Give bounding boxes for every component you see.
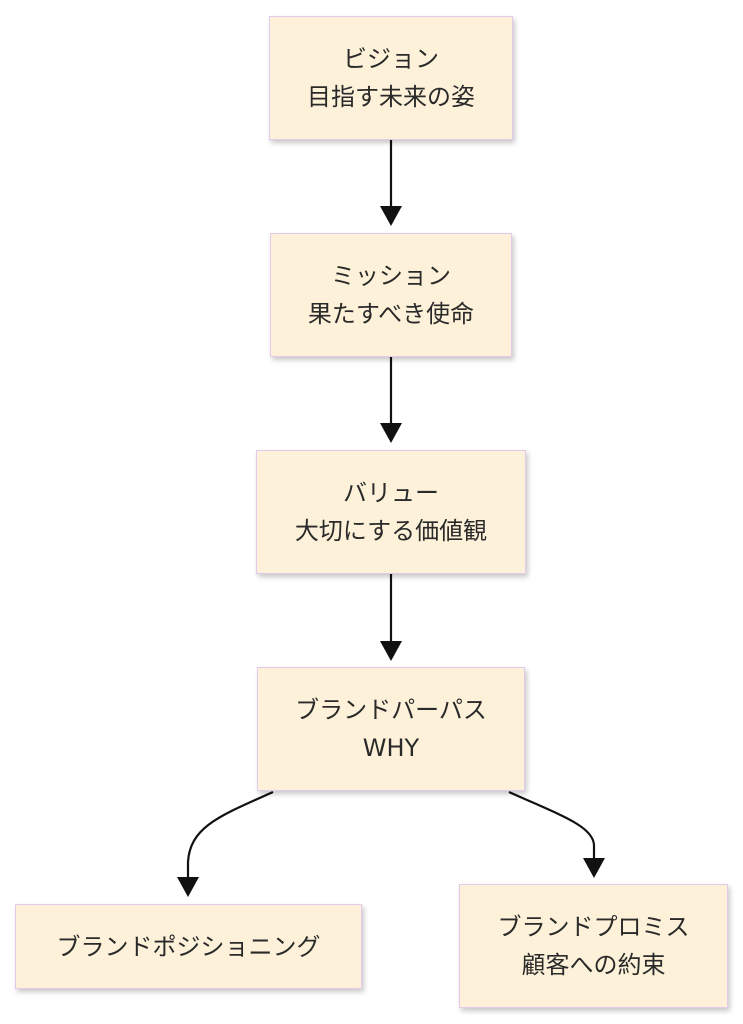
node-vision-subtitle: 目指す未来の姿 [307,83,475,111]
node-vision: ビジョン 目指す未来の姿 [269,16,513,140]
arrowhead-icon [380,423,402,443]
node-mission-subtitle: 果たすべき使命 [307,300,475,328]
edge-purpose-positioning [186,790,274,877]
node-brand-promise-subtitle: 顧客への約束 [521,951,666,979]
node-brand-purpose-subtitle: WHY [362,734,420,762]
node-mission-title: ミッション [331,262,451,290]
arrowhead-icon [380,641,402,661]
node-brand-positioning: ブランドポジショニング [15,904,362,989]
node-value-subtitle: 大切にする価値観 [294,517,488,545]
node-brand-promise: ブランドプロミス 顧客への約束 [459,884,728,1008]
node-value-title: バリュー [343,479,439,507]
arrowhead-icon [380,206,402,226]
arrowhead-icon [583,858,605,878]
node-mission: ミッション 果たすべき使命 [270,233,512,357]
arrowhead-icon [177,877,199,897]
node-value: バリュー 大切にする価値観 [256,450,526,574]
edge-purpose-promise [508,790,596,858]
node-vision-title: ビジョン [343,45,439,73]
node-brand-promise-title: ブランドプロミス [497,913,690,941]
node-brand-purpose: ブランドパーパス WHY [257,667,525,791]
node-brand-positioning-title: ブランドポジショニング [56,932,321,961]
node-brand-purpose-title: ブランドパーパス [295,696,487,724]
